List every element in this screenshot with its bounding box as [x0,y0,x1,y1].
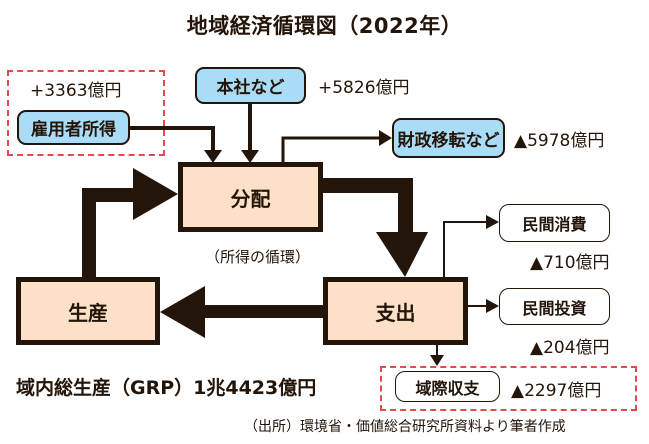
source-note: （出所）環境省・価値総合研究所資料より筆者作成 [244,419,566,435]
value-regional-balance: ▲2297億円 [511,381,602,401]
arrowhead-investment [486,299,499,313]
node-private-investment: 民間投資 [499,288,610,325]
node-private-consumption: 民間消費 [499,204,610,242]
value-private-consumption: ▲710億円 [530,253,610,273]
node-regional-balance: 域際収支 [395,371,500,402]
arrowhead-headquarters [241,150,259,163]
node-headquarters-label: 本社など [216,78,285,98]
node-private-investment-label: 民間投資 [522,298,587,318]
connector-employee-to-distribution [130,126,215,152]
diagram-title: 地域経済循環図（2022年） [186,14,463,38]
highlight-employee-income [7,70,165,156]
big-arrow-production-to-distribution [82,168,178,277]
node-production-label: 生産 [68,300,108,325]
node-regional-balance-label: 域際収支 [415,378,480,398]
node-fiscal-transfer-label: 財政移転など [397,130,500,151]
arrowhead-balance [430,355,444,366]
node-employee-income: 雇用者所得 [17,110,130,145]
grp-total: 域内総生産（GRP）1兆4423億円 [16,377,317,399]
node-employee-income-label: 雇用者所得 [31,120,116,140]
node-production: 生産 [16,277,160,345]
value-headquarters: +5826億円 [318,78,410,98]
big-arrow-distribution-to-expenditure [322,178,428,277]
big-arrow-expenditure-to-production [160,286,323,338]
cycle-label: （所得の循環） [205,248,311,266]
node-distribution-label: 分配 [230,186,271,211]
connector-distribution-to-fiscal [281,136,380,163]
value-employee-income: +3363億円 [30,81,122,101]
node-distribution: 分配 [178,162,323,232]
node-expenditure: 支出 [323,277,468,345]
arrowhead-employee [204,150,222,163]
node-fiscal-transfer: 財政移転など [392,118,505,158]
connector-expenditure-to-consumption [443,221,487,277]
node-headquarters: 本社など [195,67,306,104]
arrowhead-fiscal [379,130,392,146]
arrowhead-consumption [486,215,499,229]
node-private-consumption-label: 民間消費 [522,215,587,234]
value-fiscal-transfer: ▲5978億円 [514,131,605,151]
highlight-regional-balance [380,366,637,411]
node-expenditure-label: 支出 [375,300,416,325]
value-private-investment: ▲204億円 [530,338,610,358]
